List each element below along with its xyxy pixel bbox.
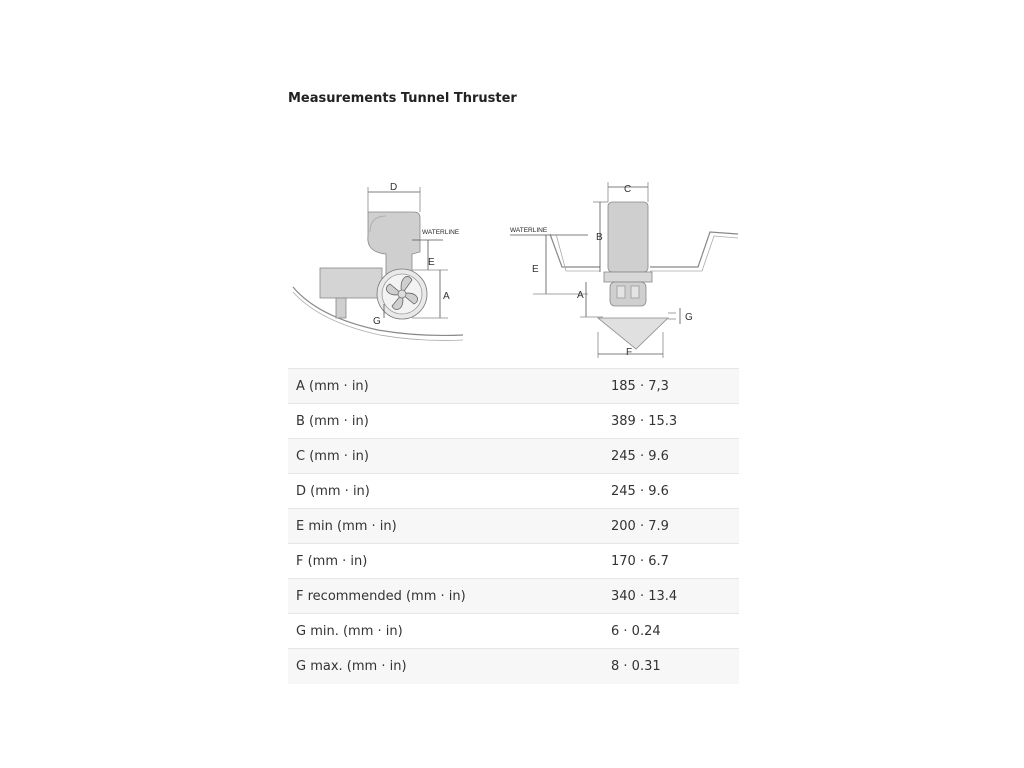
spec-value: 200 · 7.9 <box>611 508 739 544</box>
side-view <box>292 187 464 341</box>
table-row: G min. (mm · in) 6 · 0.24 <box>288 613 739 649</box>
spec-label: G min. (mm · in) <box>288 613 611 649</box>
spec-value: 389 · 15.3 <box>611 403 739 439</box>
spec-label: E min (mm · in) <box>288 508 611 544</box>
thruster-diagram-svg: D WATERLINE E A G <box>292 182 739 358</box>
spec-label: D (mm · in) <box>288 473 611 509</box>
side-label-a: A <box>443 291 450 302</box>
content: Measurements Tunnel Thruster <box>288 88 739 372</box>
spec-value: 245 · 9.6 <box>611 473 739 509</box>
spec-label: F (mm · in) <box>288 543 611 579</box>
table-row: B (mm · in) 389 · 15.3 <box>288 403 739 439</box>
spec-label: F recommended (mm · in) <box>288 578 611 614</box>
table-row: D (mm · in) 245 · 9.6 <box>288 473 739 509</box>
table-row: C (mm · in) 245 · 9.6 <box>288 438 739 474</box>
page-title: Measurements Tunnel Thruster <box>288 91 517 106</box>
spec-value: 340 · 13.4 <box>611 578 739 614</box>
spec-value: 185 · 7,3 <box>611 368 739 404</box>
table-row: A (mm · in) 185 · 7,3 <box>288 368 739 404</box>
front-label-waterline: WATERLINE <box>510 227 548 234</box>
front-label-g: G <box>685 312 693 323</box>
front-label-a: A <box>577 290 584 301</box>
spec-label: C (mm · in) <box>288 438 611 474</box>
table-row: F recommended (mm · in) 340 · 13.4 <box>288 578 739 614</box>
spec-label: G max. (mm · in) <box>288 648 611 684</box>
thruster-diagram: D WATERLINE E A G <box>288 132 739 372</box>
front-label-b: B <box>596 232 603 243</box>
table-row: G max. (mm · in) 8 · 0.31 <box>288 648 739 684</box>
front-label-e: E <box>532 264 539 275</box>
spec-value: 8 · 0.31 <box>611 648 739 684</box>
table-row: F (mm · in) 170 · 6.7 <box>288 543 739 579</box>
spec-value: 6 · 0.24 <box>611 613 739 649</box>
measurements-table: A (mm · in) 185 · 7,3 B (mm · in) 389 · … <box>288 368 739 684</box>
side-label-g: G <box>373 316 381 327</box>
spec-value: 245 · 9.6 <box>611 438 739 474</box>
side-label-waterline: WATERLINE <box>422 229 460 236</box>
front-label-c: C <box>624 184 631 195</box>
spec-label: B (mm · in) <box>288 403 611 439</box>
front-view <box>510 182 739 358</box>
spec-label: A (mm · in) <box>288 368 611 404</box>
side-label-e: E <box>428 257 435 268</box>
side-label-d: D <box>390 182 397 193</box>
table-row: E min (mm · in) 200 · 7.9 <box>288 508 739 544</box>
front-label-f: F <box>626 347 632 358</box>
spec-value: 170 · 6.7 <box>611 543 739 579</box>
